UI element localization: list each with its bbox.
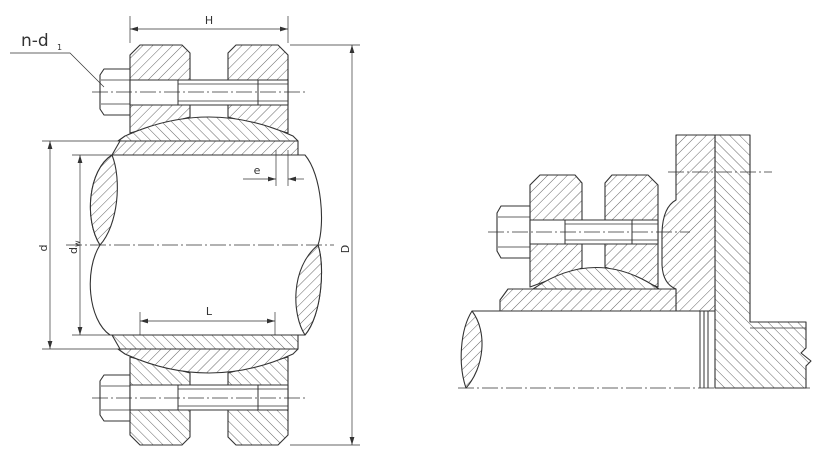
left-section-view: H n-d 1 e L d [10, 14, 360, 446]
dimension-label-L: L [206, 305, 213, 318]
left-lower-assembly [91, 334, 306, 446]
dimension-H: H [129, 14, 289, 43]
upper-clamping-bolt [99, 68, 289, 116]
upper-sleeve [111, 140, 299, 156]
upper-inner-ring [117, 116, 299, 142]
sleeve [499, 288, 677, 312]
dimension-label-d: d [37, 245, 50, 252]
shaft-break-section-right [295, 244, 323, 336]
dimension-label-dw: d w [67, 240, 82, 254]
right-installed-view [458, 134, 812, 389]
dimension-label-D: D [339, 245, 352, 253]
dimension-label-dw-subscript: w [73, 240, 82, 247]
inner-ring [532, 266, 660, 290]
bolt-head [99, 68, 131, 116]
dimension-dw: d w [67, 154, 112, 336]
hub-neck [661, 134, 716, 312]
shaft-body [461, 311, 700, 388]
dimension-D: D [290, 44, 360, 446]
callout-label-subscript: 1 [57, 43, 62, 52]
hub-flange [714, 134, 812, 389]
dimension-label-dw-base: d [67, 247, 80, 254]
dimension-label-e: e [254, 164, 261, 177]
leader-line [10, 52, 105, 88]
dimension-d: d [37, 140, 118, 350]
dimension-label-H: H [205, 14, 213, 27]
bolt-callout: n-d 1 [10, 31, 105, 88]
dimension-e: e [243, 150, 304, 186]
left-upper-assembly [92, 44, 305, 156]
callout-label-n-d: n-d [21, 31, 49, 51]
dimension-L: L [139, 305, 276, 335]
